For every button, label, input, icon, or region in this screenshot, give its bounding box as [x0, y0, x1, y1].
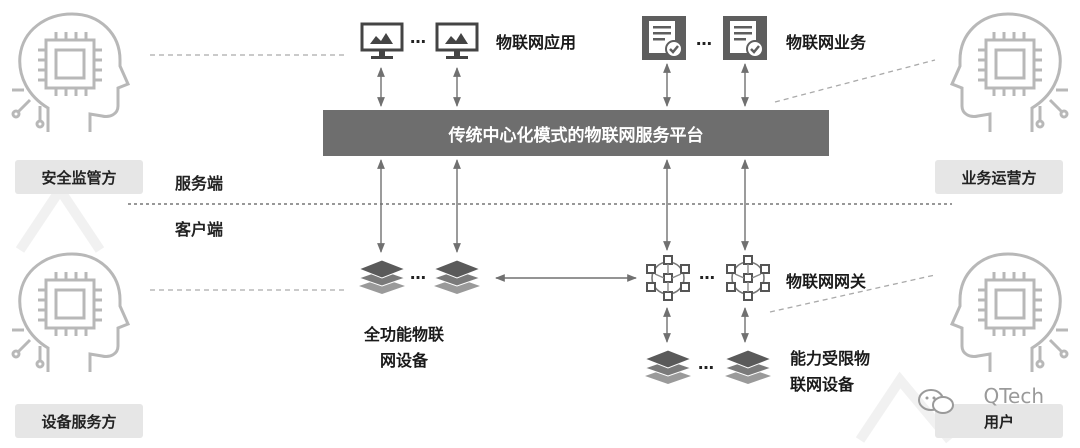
limited-device-ellipsis: … — [698, 354, 715, 373]
iot-app-monitor-icon — [360, 22, 404, 61]
full-device-layers-icon — [358, 259, 406, 295]
arrows — [377, 63, 749, 343]
wechat-icon — [918, 389, 954, 414]
iot-business-label: 物联网业务 — [786, 33, 867, 52]
device-service-head-icon — [10, 252, 130, 374]
iot-gateway-label: 物联网网关 — [786, 272, 867, 291]
limited-device-label-line1: 能力受限物 — [790, 349, 871, 368]
business-operator-head-icon — [950, 12, 1070, 134]
background-decoration — [15, 180, 954, 444]
dashed-connectors — [150, 54, 936, 313]
device-service-label: 设备服务方 — [15, 404, 143, 438]
security-regulator-label: 安全监管方 — [15, 160, 143, 194]
business-operator-label: 业务运营方 — [935, 160, 1063, 194]
platform-title: 传统中心化模式的物联网服务平台 — [448, 125, 704, 146]
iot-app-monitor-icon — [435, 22, 479, 61]
client-side-label: 客户端 — [175, 220, 224, 239]
iot-business-certificate-icon — [723, 16, 767, 60]
user-connector — [769, 274, 936, 313]
iot-apps-label: 物联网应用 — [496, 33, 577, 52]
gateway-ellipsis: … — [699, 264, 716, 283]
security-regulator-head-icon — [10, 12, 130, 134]
full-device-label-line2: 网设备 — [380, 351, 429, 370]
iot-gateway-icon — [726, 255, 770, 301]
iot-service-platform: 传统中心化模式的物联网服务平台 — [323, 110, 829, 156]
iot-gateway-icon — [646, 255, 690, 301]
full-device-label: 全功能物联 网设备 — [364, 322, 444, 374]
user-head-icon — [950, 252, 1070, 374]
iot-business-ellipsis: … — [696, 30, 713, 49]
server-side-label: 服务端 — [175, 174, 224, 193]
limited-device-label: 能力受限物 联网设备 — [790, 346, 870, 398]
limited-device-label-line2: 联网设备 — [790, 375, 855, 394]
iot-business-certificate-icon — [642, 16, 686, 60]
limited-device-layers-icon — [724, 349, 772, 385]
full-device-label-line1: 全功能物联 — [364, 325, 445, 344]
operator-connector — [774, 59, 936, 103]
watermark-text: QTech — [983, 384, 1044, 408]
limited-device-layers-icon — [644, 349, 692, 385]
full-device-layers-icon — [433, 259, 481, 295]
full-device-ellipsis: … — [410, 264, 427, 283]
user-label: 用户 — [935, 404, 1063, 438]
iot-apps-ellipsis: … — [410, 28, 427, 47]
